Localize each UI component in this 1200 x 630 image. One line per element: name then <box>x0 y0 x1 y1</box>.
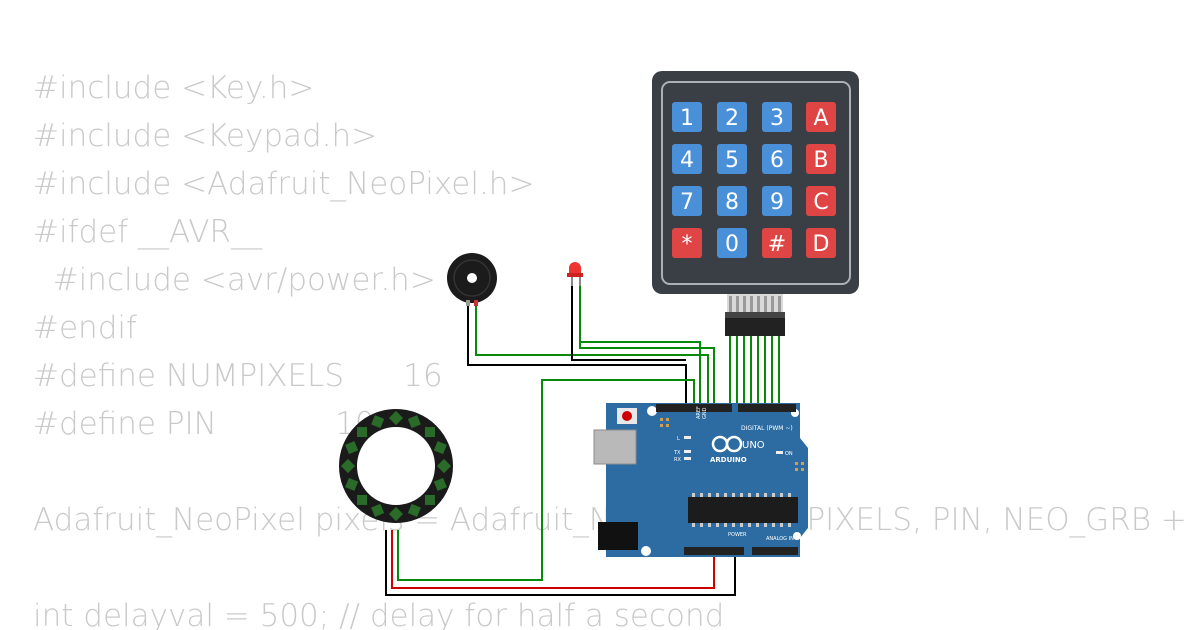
keypad-key[interactable]: 7 <box>672 186 702 216</box>
l-led-label: L <box>677 436 680 442</box>
neopixel-led <box>371 503 385 517</box>
keypad-key[interactable]: D <box>806 228 836 258</box>
rx-led-label: RX <box>674 457 681 463</box>
keypad-key[interactable]: 6 <box>762 144 792 174</box>
code-line: #include <Key.h> <box>33 70 315 106</box>
arduino-brand-label: ARDUINO <box>710 456 747 464</box>
neopixel-led <box>345 441 359 455</box>
neopixel-led <box>371 415 385 429</box>
keypad-key[interactable]: 3 <box>762 102 792 132</box>
keypad-key-label: A <box>813 106 828 131</box>
keypad-key[interactable]: 4 <box>672 144 702 174</box>
keypad-key-label: 9 <box>770 190 784 215</box>
digital-header-label: DIGITAL (PWM ~) <box>741 425 793 432</box>
neopixel-led <box>388 410 404 426</box>
on-led-label: ON <box>785 451 793 457</box>
keypad-key[interactable]: 1 <box>672 102 702 132</box>
buzzer[interactable] <box>447 253 497 306</box>
code-line: #include <Adafruit_NeoPixel.h> <box>33 166 535 202</box>
tx-led-label: TX <box>673 450 681 456</box>
code-line: #include <avr/power.h> <box>33 262 436 298</box>
neopixel-led <box>433 441 447 455</box>
arduino-logo-icon <box>711 435 743 453</box>
keypad-wires <box>729 336 780 408</box>
keypad-key-label: 7 <box>680 190 694 215</box>
led-ground-wire[interactable] <box>571 285 686 361</box>
neopixel-led <box>340 458 356 474</box>
arduino-model-label: UNO <box>742 440 765 451</box>
keypad-key[interactable]: * <box>672 228 702 258</box>
keypad[interactable]: 1 2 3 A 4 5 6 B 7 8 9 C * 0 # D <box>652 71 859 336</box>
keypad-key[interactable]: 9 <box>762 186 792 216</box>
keypad-key[interactable]: 0 <box>717 228 747 258</box>
keypad-key-label: 0 <box>725 232 739 257</box>
keypad-key[interactable]: A <box>806 102 836 132</box>
neopixel-led <box>357 427 368 438</box>
power-header-label: POWER <box>728 532 747 538</box>
keypad-key[interactable]: 5 <box>717 144 747 174</box>
keypad-key-label: 4 <box>680 148 694 173</box>
neopixel-led <box>424 494 435 505</box>
code-line: int delayval = 500; // delay for half a … <box>33 598 725 630</box>
neopixel-ground-wire[interactable] <box>385 530 736 596</box>
keypad-key[interactable]: 8 <box>717 186 747 216</box>
code-line: #endif <box>33 310 137 346</box>
neopixel-led <box>424 427 435 438</box>
neopixel-power-wire[interactable] <box>391 530 715 589</box>
code-line: #include <Keypad.h> <box>33 118 378 154</box>
neopixel-led <box>433 477 447 491</box>
keypad-key-label: # <box>768 232 786 257</box>
neopixel-led <box>357 494 368 505</box>
led-signal-wire-2[interactable] <box>579 320 715 408</box>
keypad-key-label: 1 <box>680 106 694 131</box>
gnd-pin-label: GND <box>702 407 708 419</box>
neopixel-led <box>407 503 421 517</box>
neopixel-ring[interactable] <box>339 409 453 523</box>
neopixel-data-wire[interactable] <box>397 379 695 581</box>
neopixel-led <box>407 415 421 429</box>
keypad-key[interactable]: B <box>806 144 836 174</box>
led[interactable] <box>567 262 583 286</box>
keypad-key-label: B <box>813 148 828 173</box>
neopixel-led <box>436 458 452 474</box>
keypad-key-label: 5 <box>725 148 739 173</box>
neopixel-led <box>345 477 359 491</box>
arduino-uno[interactable]: UNO ARDUINO DIGITAL (PWM ~) ANALOG IN PO… <box>593 403 808 557</box>
analog-header-label: ANALOG IN <box>766 536 794 542</box>
buzzer-ground-wire[interactable] <box>467 305 687 408</box>
keypad-key-label: 3 <box>770 106 784 131</box>
keypad-key-label: 8 <box>725 190 739 215</box>
keypad-key[interactable]: 2 <box>717 102 747 132</box>
code-line: #define NUMPIXELS 16 <box>33 358 443 394</box>
keypad-key-label: * <box>682 232 693 257</box>
keypad-key-label: 6 <box>770 148 784 173</box>
keypad-key-label: 2 <box>725 106 739 131</box>
keypad-key-label: D <box>813 232 830 257</box>
wires <box>385 285 780 596</box>
led-signal-wire[interactable] <box>579 285 701 408</box>
keypad-key-label: C <box>813 190 828 215</box>
buzzer-signal-wire[interactable] <box>475 305 709 408</box>
aref-pin-label: AREF <box>696 406 702 419</box>
code-line: #ifdef __AVR__ <box>33 214 262 250</box>
keypad-key[interactable]: # <box>762 228 792 258</box>
neopixel-led <box>388 506 404 522</box>
keypad-key[interactable]: C <box>806 186 836 216</box>
